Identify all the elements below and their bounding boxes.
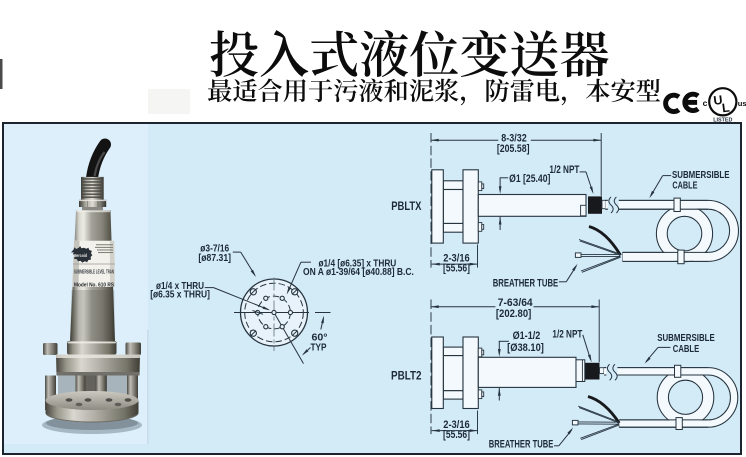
svg-text:ø1/4 [ø6.35] x THRU: ø1/4 [ø6.35] x THRU <box>319 259 397 270</box>
svg-text:[ø87.31]: [ø87.31] <box>198 253 231 264</box>
svg-text:ø1/4 x THRU: ø1/4 x THRU <box>156 281 204 292</box>
svg-text:TYP: TYP <box>311 343 327 354</box>
svg-text:1/2 NPT: 1/2 NPT <box>552 328 582 340</box>
svg-text:PBLTX: PBLTX <box>391 200 422 213</box>
svg-text:60°: 60° <box>312 333 328 344</box>
svg-text:2-3/16: 2-3/16 <box>443 419 470 431</box>
svg-text:[205.58]: [205.58] <box>497 143 530 155</box>
svg-text:us: us <box>738 99 746 108</box>
svg-text:[55.56]: [55.56] <box>443 263 470 275</box>
svg-text:Ø1-1/2: Ø1-1/2 <box>513 330 541 342</box>
svg-text:BREATHER TUBE: BREATHER TUBE <box>493 277 559 289</box>
svg-text:7-63/64: 7-63/64 <box>498 297 534 309</box>
svg-text:BREATHER TUBE: BREATHER TUBE <box>489 438 554 450</box>
svg-text:LISTED: LISTED <box>713 117 732 123</box>
svg-text:CABLE: CABLE <box>673 344 700 355</box>
svg-text:8-3/32: 8-3/32 <box>501 133 526 145</box>
svg-text:ON A ø1-39/64 [ø40.88] B.C.: ON A ø1-39/64 [ø40.88] B.C. <box>303 267 414 278</box>
svg-text:[55.56]: [55.56] <box>443 429 470 441</box>
svg-text:1/2 NPT: 1/2 NPT <box>549 164 579 176</box>
svg-text:2-3/16: 2-3/16 <box>443 252 470 264</box>
svg-text:[Ø38.10]: [Ø38.10] <box>507 342 544 354</box>
svg-text:Model No. 610 RS: Model No. 610 RS <box>74 283 114 289</box>
svg-text:U: U <box>713 93 724 108</box>
svg-text:CABLE: CABLE <box>672 180 697 191</box>
svg-text:Mercoid: Mercoid <box>74 253 88 258</box>
svg-text:SUBMERSIBLE: SUBMERSIBLE <box>657 333 715 344</box>
svg-text:c: c <box>703 98 708 108</box>
svg-text:PBLT2: PBLT2 <box>391 370 422 383</box>
svg-text:SUBMERSIBLE LEVEL TRAN: SUBMERSIBLE LEVEL TRAN <box>74 270 114 276</box>
svg-text:ø3-7/16: ø3-7/16 <box>200 244 229 255</box>
svg-text:Ø1 [25.40]: Ø1 [25.40] <box>509 173 550 185</box>
svg-text:[202.80]: [202.80] <box>496 308 532 320</box>
svg-text:SUBMERSIBLE: SUBMERSIBLE <box>672 170 730 181</box>
svg-text:L: L <box>721 100 731 115</box>
svg-text:[ø6.35 x THRU]: [ø6.35 x THRU] <box>150 290 210 301</box>
